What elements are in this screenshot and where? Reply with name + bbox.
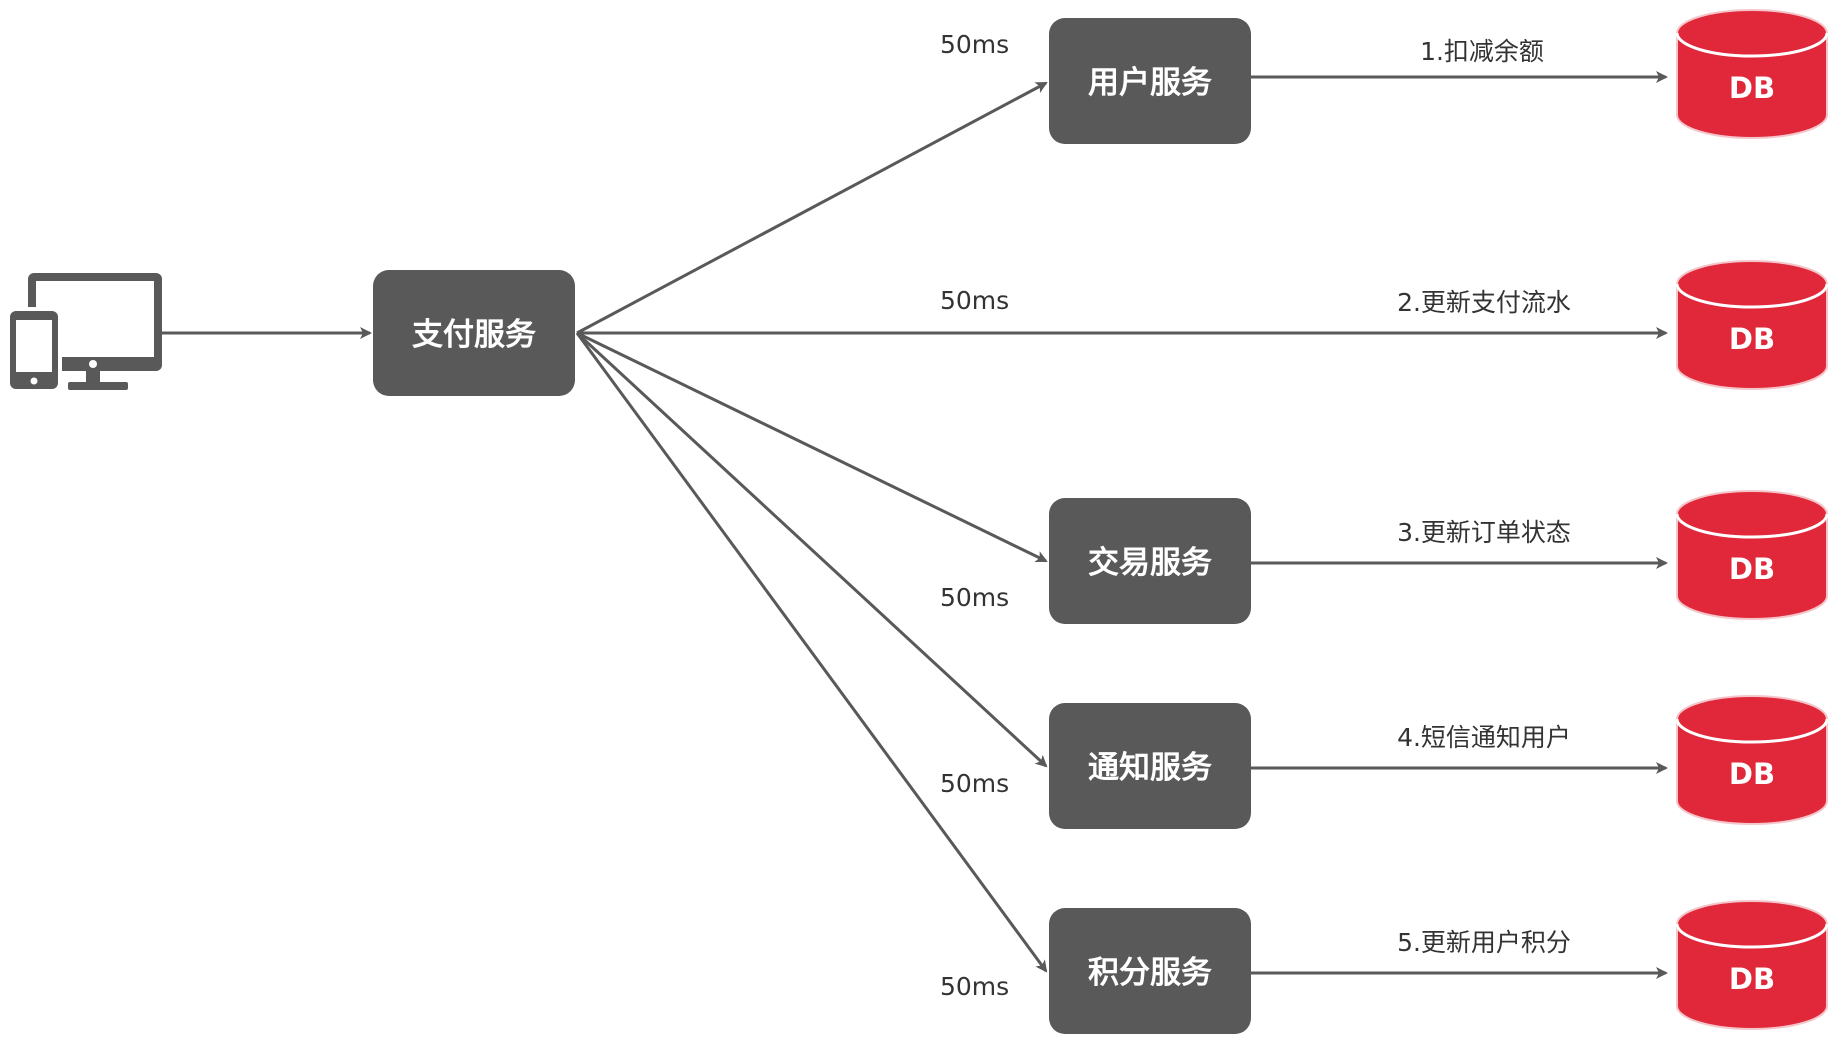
database-rim — [1675, 283, 1829, 309]
latency-label: 50ms — [940, 286, 1009, 315]
latency-label: 50ms — [940, 583, 1009, 612]
arrow-hub-to-notify — [575, 331, 1048, 768]
database-cylinder: DB — [1675, 900, 1829, 1030]
database-body — [1676, 490, 1828, 620]
service-label: 交易服务 — [1088, 545, 1212, 581]
database-body — [1676, 9, 1828, 139]
database-label: DB — [1729, 71, 1775, 105]
latency-label: 50ms — [940, 972, 1009, 1001]
connection-lines — [162, 71, 1668, 979]
devices-icon — [6, 273, 162, 393]
database-rim — [1675, 718, 1829, 744]
database-group: DB DB DB DB DB — [1675, 9, 1829, 1030]
service-node-trade: 交易服务 — [1049, 498, 1251, 624]
action-label: 4.短信通知用户 — [1397, 723, 1571, 752]
service-label: 用户服务 — [1088, 65, 1212, 101]
hub-node: 支付服务 — [373, 270, 575, 396]
database-cylinder: DB — [1675, 490, 1829, 620]
database-label: DB — [1729, 322, 1775, 356]
service-node-points: 积分服务 — [1049, 908, 1251, 1034]
arrow-hub-to-points — [575, 332, 1048, 973]
action-label: 3.更新订单状态 — [1397, 518, 1571, 547]
hub-label: 支付服务 — [412, 317, 536, 353]
database-rim — [1675, 513, 1829, 539]
action-label: 2.更新支付流水 — [1397, 288, 1571, 317]
database-cylinder: DB — [1675, 260, 1829, 390]
service-label: 通知服务 — [1088, 750, 1212, 786]
database-body — [1676, 260, 1828, 390]
database-cylinder: DB — [1675, 695, 1829, 825]
arrow-hub-to-user — [576, 81, 1048, 335]
action-label: 1.扣减余额 — [1420, 37, 1544, 66]
service-label: 积分服务 — [1088, 955, 1212, 991]
action-label: 5.更新用户积分 — [1397, 928, 1571, 957]
database-rim — [1675, 923, 1829, 949]
database-label: DB — [1729, 552, 1775, 586]
database-rim — [1675, 32, 1829, 58]
latency-label: 50ms — [940, 30, 1009, 59]
database-label: DB — [1729, 757, 1775, 791]
database-body — [1676, 695, 1828, 825]
database-cylinder: DB — [1675, 9, 1829, 139]
database-body — [1676, 900, 1828, 1030]
latency-label: 50ms — [940, 769, 1009, 798]
arrow-hub-to-trade — [576, 331, 1048, 563]
service-node-notify: 通知服务 — [1049, 703, 1251, 829]
database-label: DB — [1729, 962, 1775, 996]
service-node-user: 用户服务 — [1049, 18, 1251, 144]
